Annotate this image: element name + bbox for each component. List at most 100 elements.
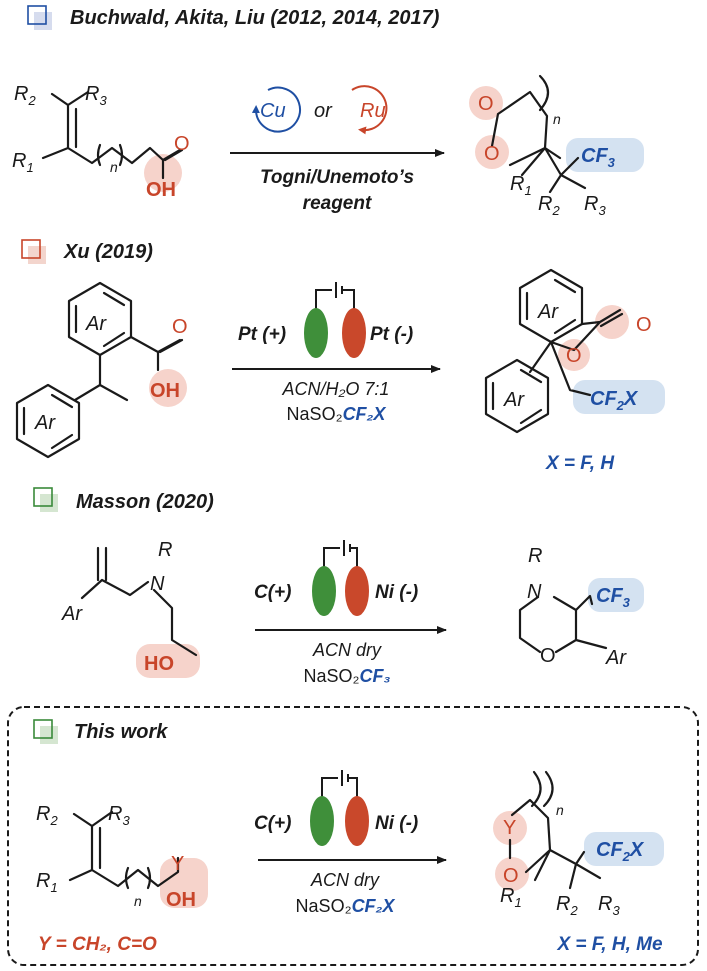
svg-text:R3: R3 — [85, 83, 107, 108]
battery-icon — [315, 282, 355, 318]
svg-text:R1: R1 — [510, 173, 532, 198]
svg-text:R2: R2 — [556, 893, 578, 918]
conditions-line-2: reagent — [303, 193, 372, 214]
catalyst-or: or — [314, 100, 333, 122]
battery-icon — [323, 540, 358, 576]
svg-text:n: n — [134, 893, 142, 909]
panel-this-work: This work R2 R3 R1 n Y OH Y = CH₂, C=O C… — [7, 706, 699, 966]
reagent-line: NaSO₂CF₃ — [303, 666, 390, 686]
cathode-label: Pt (-) — [370, 324, 413, 345]
cathode-icon — [345, 566, 369, 616]
reagent-line: NaSO₂CF₂X — [296, 896, 396, 916]
svg-text:Ar: Ar — [61, 603, 83, 625]
panel-box — [21, 239, 41, 259]
svg-text:Ar: Ar — [503, 389, 525, 411]
svg-text:R2: R2 — [14, 83, 36, 108]
panel-box — [33, 487, 53, 507]
svg-text:Y: Y — [171, 853, 184, 875]
svg-text:O: O — [478, 93, 494, 115]
svg-text:R1: R1 — [12, 150, 34, 175]
svg-text:R2: R2 — [538, 193, 560, 218]
svg-text:Ar: Ar — [537, 301, 559, 323]
substrate-amino-alcohol: Ar R N HO — [61, 539, 200, 678]
highlight-frame — [7, 706, 699, 966]
product-lactone: O O n CF3 R1 R2 R3 — [469, 74, 644, 218]
anode-label: C(+) — [254, 813, 291, 834]
electrochemical-cell: C(+) Ni (-) — [254, 770, 418, 846]
reagent-suffix: CF₃ — [360, 666, 391, 686]
product-morpholine: R N O CF3 Ar — [518, 545, 644, 669]
conditions-line-1: ACN/H₂O 7:1 — [282, 379, 390, 399]
reagent-prefix: NaSO₂ — [303, 666, 359, 686]
panel-box-shadow — [34, 12, 52, 30]
svg-text:Y: Y — [503, 817, 516, 839]
product-cyclic-ether: Y O n CF2X R1 R2 R3 — [493, 770, 664, 918]
cathode-icon — [342, 308, 366, 358]
svg-text:O: O — [540, 645, 556, 667]
panel-title: Buchwald, Akita, Liu (2012, 2014, 2017) — [70, 7, 440, 29]
panel-buchwald: Buchwald, Akita, Liu (2012, 2014, 2017) … — [12, 5, 644, 218]
scope-label: X = F, H — [545, 453, 615, 474]
panel-masson: Masson (2020) Ar R N HO C(+) Ni (-) ACN … — [33, 487, 644, 686]
substrate-alkenoic-acid: R2 R3 R1 n O OH — [12, 83, 190, 201]
svg-text:O: O — [174, 133, 190, 155]
battery-icon — [321, 770, 358, 805]
svg-text:O: O — [172, 316, 188, 338]
panel-title: Masson (2020) — [76, 491, 214, 513]
svg-text:O: O — [636, 314, 652, 336]
cycle-arrow-icon — [251, 86, 301, 133]
conditions-line-1: Togni/Unemoto’s — [260, 167, 414, 188]
svg-text:O: O — [484, 143, 500, 165]
svg-text:N: N — [150, 573, 165, 595]
panel-box — [27, 5, 47, 25]
svg-text:R1: R1 — [36, 870, 58, 895]
cathode-label: Ni (-) — [375, 813, 418, 834]
electrochemical-cell: C(+) Ni (-) — [254, 540, 418, 616]
svg-text:R: R — [528, 545, 542, 567]
anode-label: Pt (+) — [238, 324, 286, 345]
scope-label: X = F, H, Me — [556, 934, 662, 955]
reagent-prefix: NaSO₂ — [287, 404, 343, 424]
conditions-line-1: ACN dry — [310, 870, 380, 890]
conditions-line-1: ACN dry — [312, 640, 382, 660]
panel-xu: Xu (2019) Ar Ar O OH Pt (+) Pt (-) ACN/H… — [15, 239, 665, 474]
svg-text:CF2X: CF2X — [596, 839, 645, 864]
electrochemical-cell: Pt (+) Pt (-) — [238, 282, 413, 358]
svg-text:N: N — [527, 581, 542, 603]
svg-text:O: O — [503, 865, 519, 887]
svg-text:R2: R2 — [36, 803, 58, 828]
cycle-arrow-icon — [351, 85, 388, 135]
svg-text:R3: R3 — [598, 893, 620, 918]
substrate-scope-label: Y = CH₂, C=O — [38, 934, 157, 955]
anode-icon — [310, 796, 334, 846]
reagent-suffix: CF₂X — [352, 896, 396, 916]
svg-text:R: R — [158, 539, 172, 561]
svg-text:HO: HO — [144, 653, 174, 675]
anode-icon — [312, 566, 336, 616]
anode-icon — [304, 308, 328, 358]
product-phthalide: Ar Ar O O CF2X — [484, 268, 665, 434]
svg-text:OH: OH — [150, 380, 180, 402]
svg-text:OH: OH — [146, 179, 176, 201]
svg-text:n: n — [110, 159, 118, 175]
cathode-label: Ni (-) — [375, 582, 418, 603]
panel-title: This work — [74, 721, 168, 743]
svg-text:R3: R3 — [584, 193, 606, 218]
svg-text:Ar: Ar — [605, 647, 627, 669]
svg-text:O: O — [566, 345, 582, 367]
catalyst-cu: Cu — [260, 100, 286, 122]
reagent-suffix: CF₂X — [343, 404, 387, 424]
cathode-icon — [345, 796, 369, 846]
svg-text:Ar: Ar — [34, 412, 56, 434]
svg-text:CF2X: CF2X — [590, 388, 639, 413]
reagent-prefix: NaSO₂ — [296, 896, 352, 916]
svg-text:OH: OH — [166, 889, 196, 911]
anode-label: C(+) — [254, 582, 291, 603]
panel-title: Xu (2019) — [63, 241, 153, 263]
reagent-line: NaSO₂CF₂X — [287, 404, 387, 424]
svg-text:Ar: Ar — [85, 313, 107, 335]
catalyst-group: Cu or Ru — [251, 85, 388, 135]
substrate-vinyl-benzoic-acid: Ar Ar O OH — [15, 281, 188, 459]
svg-text:n: n — [553, 111, 561, 127]
